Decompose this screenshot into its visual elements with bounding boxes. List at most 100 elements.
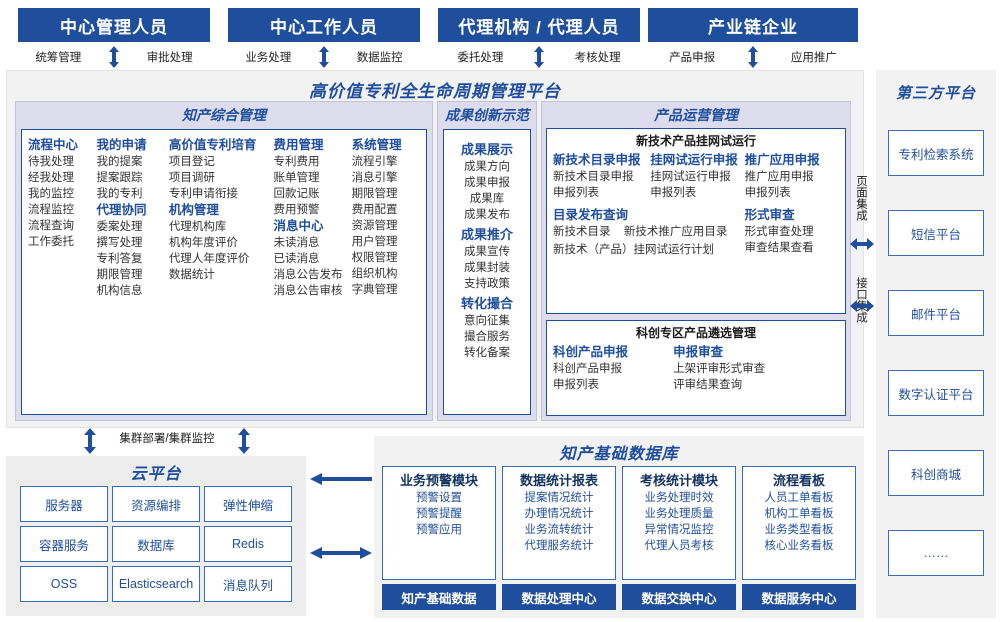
kdb-item-预警应用[interactable]: 预警应用 — [416, 524, 462, 536]
menu-item-代理人年度评价[interactable]: 代理人年度评价 — [168, 253, 250, 265]
menu-item-回款记账[interactable]: 回款记账 — [273, 188, 320, 200]
cloud-cell-消息队列[interactable]: 消息队列 — [204, 566, 292, 602]
third-party-item-邮件平台[interactable]: 邮件平台 — [888, 290, 984, 336]
kdb-item-代理人员考核[interactable]: 代理人员考核 — [644, 540, 714, 552]
menu-item-意向征集[interactable]: 意向征集 — [464, 315, 510, 327]
role-bar-2[interactable]: 代理机构 / 代理人员 — [438, 8, 640, 42]
kdb-item-提案情况统计[interactable]: 提案情况统计 — [524, 492, 594, 504]
kdb-item-核心业务看板[interactable]: 核心业务看板 — [764, 540, 834, 552]
menu-item-提案跟踪[interactable]: 提案跟踪 — [96, 172, 143, 184]
menu-item-专利申请衔接[interactable]: 专利申请衔接 — [168, 188, 238, 200]
third-party-item-短信平台[interactable]: 短信平台 — [888, 210, 984, 256]
menu-item-工作委托[interactable]: 工作委托 — [28, 236, 74, 248]
third-party-item-科创商城[interactable]: 科创商城 — [888, 450, 984, 496]
menu-item-评审结果查询[interactable]: 评审结果查询 — [673, 379, 743, 391]
third-party-item-……[interactable]: …… — [888, 530, 984, 576]
menu-item-转化备案[interactable]: 转化备案 — [464, 347, 510, 359]
cloud-cell-数据库[interactable]: 数据库 — [112, 526, 200, 562]
menu-item-费用配置[interactable]: 费用配置 — [351, 204, 398, 216]
kdb-item-代理服务统计[interactable]: 代理服务统计 — [524, 540, 594, 552]
menu-item-挂网试运行申报[interactable]: 挂网试运行申报 — [650, 171, 731, 183]
menu-item-新技术（产品）挂网试运行计划[interactable]: 新技术（产品）挂网试运行计划 — [553, 244, 714, 256]
menu-item-期限管理[interactable]: 期限管理 — [351, 188, 398, 200]
menu-item-我的监控[interactable]: 我的监控 — [28, 188, 74, 200]
menu-item-消息公告发布[interactable]: 消息公告发布 — [273, 269, 343, 281]
menu-item-项目调研[interactable]: 项目调研 — [168, 172, 215, 184]
kdb-foot-数据服务中心[interactable]: 数据服务中心 — [742, 584, 856, 610]
cloud-cell-服务器[interactable]: 服务器 — [20, 486, 108, 522]
menu-item-支持政策[interactable]: 支持政策 — [464, 278, 510, 290]
cloud-cell-容器服务[interactable]: 容器服务 — [20, 526, 108, 562]
menu-item-申报列表[interactable]: 申报列表 — [553, 187, 599, 199]
menu-item-代理机构库[interactable]: 代理机构库 — [168, 221, 227, 233]
role-bar-1[interactable]: 中心工作人员 — [228, 8, 420, 42]
menu-item-消息公告审核[interactable]: 消息公告审核 — [273, 285, 343, 297]
menu-item-组织机构[interactable]: 组织机构 — [351, 268, 398, 280]
cloud-cell-弹性伸缩[interactable]: 弹性伸缩 — [204, 486, 292, 522]
menu-item-成果库[interactable]: 成果库 — [469, 193, 505, 205]
menu-item-撮合服务[interactable]: 撮合服务 — [464, 331, 510, 343]
menu-item-成果封装[interactable]: 成果封装 — [464, 262, 510, 274]
cloud-cell-资源编排[interactable]: 资源编排 — [112, 486, 200, 522]
menu-item-申报列表[interactable]: 申报列表 — [744, 187, 791, 199]
cloud-cell-Elasticsearch[interactable]: Elasticsearch — [112, 566, 200, 602]
menu-item-形式审查处理[interactable]: 形式审查处理 — [744, 226, 814, 238]
menu-item-流程引擎[interactable]: 流程引擎 — [351, 156, 398, 168]
menu-item-新技术目录[interactable]: 新技术目录 — [553, 226, 611, 238]
role-bar-0[interactable]: 中心管理人员 — [18, 8, 210, 42]
menu-item-用户管理[interactable]: 用户管理 — [351, 236, 398, 248]
menu-item-推广应用申报[interactable]: 推广应用申报 — [744, 171, 814, 183]
menu-item-未读消息[interactable]: 未读消息 — [273, 237, 320, 249]
kdb-item-预警设置[interactable]: 预警设置 — [416, 492, 462, 504]
menu-item-机构年度评价[interactable]: 机构年度评价 — [168, 237, 238, 249]
kdb-foot-知产基础数据[interactable]: 知产基础数据 — [382, 584, 496, 610]
menu-item-成果申报[interactable]: 成果申报 — [464, 177, 510, 189]
menu-item-流程查询[interactable]: 流程查询 — [28, 220, 74, 232]
menu-item-机构信息[interactable]: 机构信息 — [96, 285, 143, 297]
menu-item-数据统计[interactable]: 数据统计 — [168, 269, 215, 281]
menu-item-审查结果查看[interactable]: 审查结果查看 — [744, 242, 814, 254]
menu-item-成果方向[interactable]: 成果方向 — [464, 161, 510, 173]
cloud-cell-Redis[interactable]: Redis — [204, 526, 292, 562]
third-party-item-数字认证平台[interactable]: 数字认证平台 — [888, 370, 984, 416]
menu-item-资源管理[interactable]: 资源管理 — [351, 220, 398, 232]
menu-item-申报列表[interactable]: 申报列表 — [650, 187, 697, 199]
menu-item-撰写处理[interactable]: 撰写处理 — [96, 237, 143, 249]
kdb-item-业务流转统计[interactable]: 业务流转统计 — [524, 524, 594, 536]
kdb-item-业务处理时效[interactable]: 业务处理时效 — [644, 492, 714, 504]
kdb-item-业务处理质量[interactable]: 业务处理质量 — [644, 508, 714, 520]
menu-item-消息引擎[interactable]: 消息引擎 — [351, 172, 398, 184]
menu-item-成果发布[interactable]: 成果发布 — [464, 209, 510, 221]
kdb-item-预警提醒[interactable]: 预警提醒 — [416, 508, 462, 520]
menu-item-流程监控[interactable]: 流程监控 — [28, 204, 74, 216]
menu-item-我的提案[interactable]: 我的提案 — [96, 156, 143, 168]
menu-item-账单管理[interactable]: 账单管理 — [273, 172, 320, 184]
menu-item-上架评审形式审查[interactable]: 上架评审形式审查 — [673, 363, 766, 375]
menu-item-已读消息[interactable]: 已读消息 — [273, 253, 320, 265]
menu-item-我的专利[interactable]: 我的专利 — [96, 188, 143, 200]
menu-item-权限管理[interactable]: 权限管理 — [351, 252, 398, 264]
menu-item-期限管理[interactable]: 期限管理 — [96, 269, 143, 281]
kdb-foot-数据处理中心[interactable]: 数据处理中心 — [502, 584, 616, 610]
menu-item-待我处理[interactable]: 待我处理 — [28, 156, 74, 168]
menu-item-科创产品申报[interactable]: 科创产品申报 — [553, 363, 622, 375]
menu-item-专利答复[interactable]: 专利答复 — [96, 253, 143, 265]
menu-item-项目登记[interactable]: 项目登记 — [168, 156, 215, 168]
cloud-cell-OSS[interactable]: OSS — [20, 566, 108, 602]
menu-item-新技术推广应用目录[interactable]: 新技术推广应用目录 — [623, 226, 728, 238]
menu-item-经我处理[interactable]: 经我处理 — [28, 172, 74, 184]
kdb-foot-数据交换中心[interactable]: 数据交换中心 — [622, 584, 736, 610]
kdb-item-人员工单看板[interactable]: 人员工单看板 — [764, 492, 834, 504]
third-party-item-专利检索系统[interactable]: 专利检索系统 — [888, 130, 984, 176]
menu-item-申报列表[interactable]: 申报列表 — [553, 379, 599, 391]
menu-item-新技术目录申报[interactable]: 新技术目录申报 — [553, 171, 634, 183]
role-bar-3[interactable]: 产业链企业 — [648, 8, 858, 42]
menu-item-字典管理[interactable]: 字典管理 — [351, 284, 398, 296]
kdb-item-办理情况统计[interactable]: 办理情况统计 — [524, 508, 594, 520]
menu-item-成果宣传[interactable]: 成果宣传 — [464, 246, 510, 258]
menu-item-委案处理[interactable]: 委案处理 — [96, 221, 143, 233]
kdb-item-业务类型看板[interactable]: 业务类型看板 — [764, 524, 834, 536]
menu-item-专利费用[interactable]: 专利费用 — [273, 156, 320, 168]
kdb-item-异常情况监控[interactable]: 异常情况监控 — [644, 524, 714, 536]
menu-item-费用预警[interactable]: 费用预警 — [273, 204, 320, 216]
